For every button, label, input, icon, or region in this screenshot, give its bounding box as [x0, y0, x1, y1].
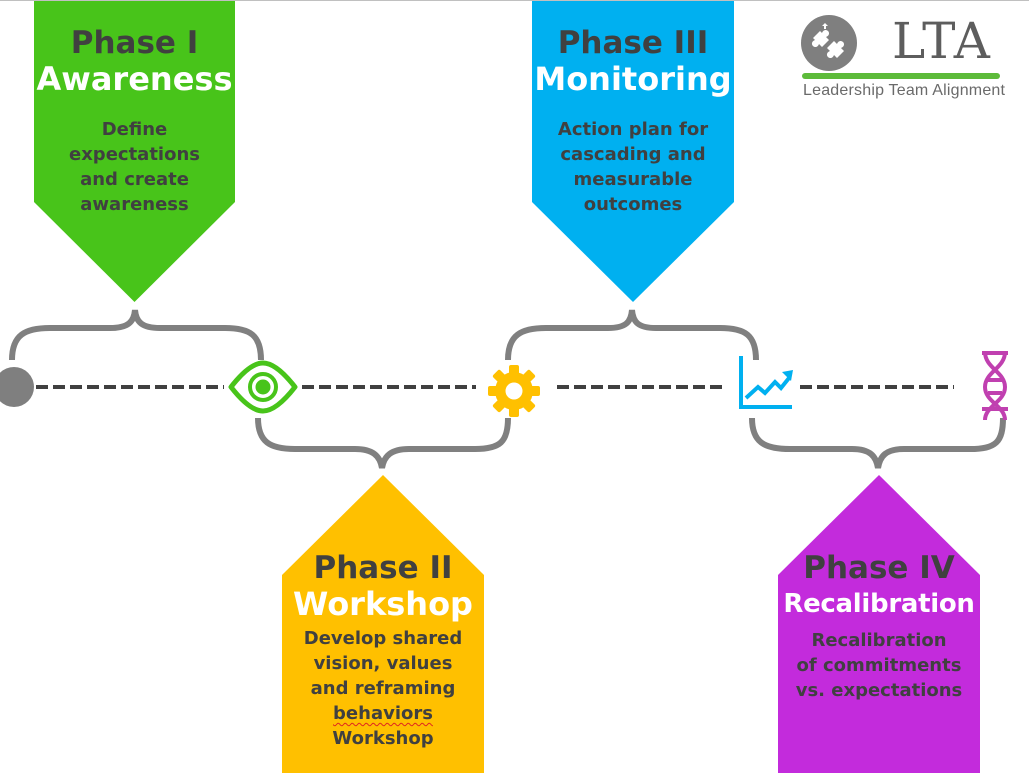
desc-line: and reframing: [310, 678, 456, 699]
phase-4-description: Recalibration of commitments vs. expecta…: [778, 628, 980, 703]
phase-4-name: Recalibration: [783, 589, 975, 619]
phase-2-name: Workshop: [293, 585, 473, 623]
desc-line: expectations: [68, 144, 200, 165]
phase-2-description: Develop shared vision, values and refram…: [282, 626, 484, 751]
desc-line: Define: [101, 119, 168, 140]
phase-4-title: Phase IV: [803, 550, 955, 586]
desc-line: of commitments: [796, 655, 962, 676]
phase-2-card: Phase II Workshop Develop shared vision,…: [282, 475, 484, 773]
logo-underline: [802, 73, 1000, 79]
phase-1-title: Phase I: [70, 25, 199, 61]
dna-icon: [982, 351, 1008, 421]
phase-3-name: Monitoring: [534, 60, 732, 98]
desc-line: Workshop: [332, 728, 434, 749]
phase-3-card: Phase III Monitoring Action plan for cas…: [532, 1, 734, 302]
desc-line: vision, values: [313, 653, 453, 674]
timeline: [0, 309, 1008, 469]
desc-line: Develop shared: [303, 628, 463, 649]
logo-tagline: Leadership Team Alignment: [803, 82, 1006, 99]
phase-3-arrow-shape: [532, 1, 734, 302]
desc-line-misspelled: behaviors: [333, 703, 433, 724]
phase-2-arrow-shape: [282, 475, 484, 773]
top-border: [0, 0, 1029, 1]
gear-icon: [488, 365, 540, 417]
start-dot-icon: [0, 367, 34, 407]
phase-2-title: Phase II: [313, 550, 453, 586]
desc-line: awareness: [80, 194, 189, 215]
phase-1-card: Phase I Awareness Define expectations an…: [34, 1, 235, 302]
desc-line: vs. expectations: [795, 680, 963, 701]
desc-line: Recalibration: [811, 630, 947, 651]
logo-acronym: LTA: [892, 12, 991, 70]
brace-phase-1: [9, 309, 264, 361]
brace-phase-3: [505, 309, 759, 361]
phase-1-description: Define expectations and create awareness: [34, 117, 235, 217]
brace-phase-4: [749, 417, 1006, 469]
phase-4-arrow-shape: [778, 475, 980, 773]
desc-line: measurable: [573, 169, 693, 190]
lta-logo: LTA Leadership Team Alignment: [800, 12, 1006, 104]
desc-line: outcomes: [583, 194, 683, 215]
eye-icon: [228, 360, 298, 414]
puzzle-icon: [801, 15, 857, 71]
chart-trend-icon: [739, 356, 793, 409]
phase-4-card: Phase IV Recalibration Recalibration of …: [778, 475, 980, 773]
desc-line: cascading and: [560, 144, 706, 165]
desc-line: and create: [80, 169, 189, 190]
phase-1-name: Awareness: [36, 60, 233, 98]
phase-1-arrow-shape: [34, 1, 235, 302]
brace-phase-2: [255, 417, 511, 469]
phase-3-description: Action plan for cascading and measurable…: [532, 117, 734, 217]
phase-3-title: Phase III: [557, 25, 709, 61]
desc-line: Action plan for: [557, 119, 709, 140]
